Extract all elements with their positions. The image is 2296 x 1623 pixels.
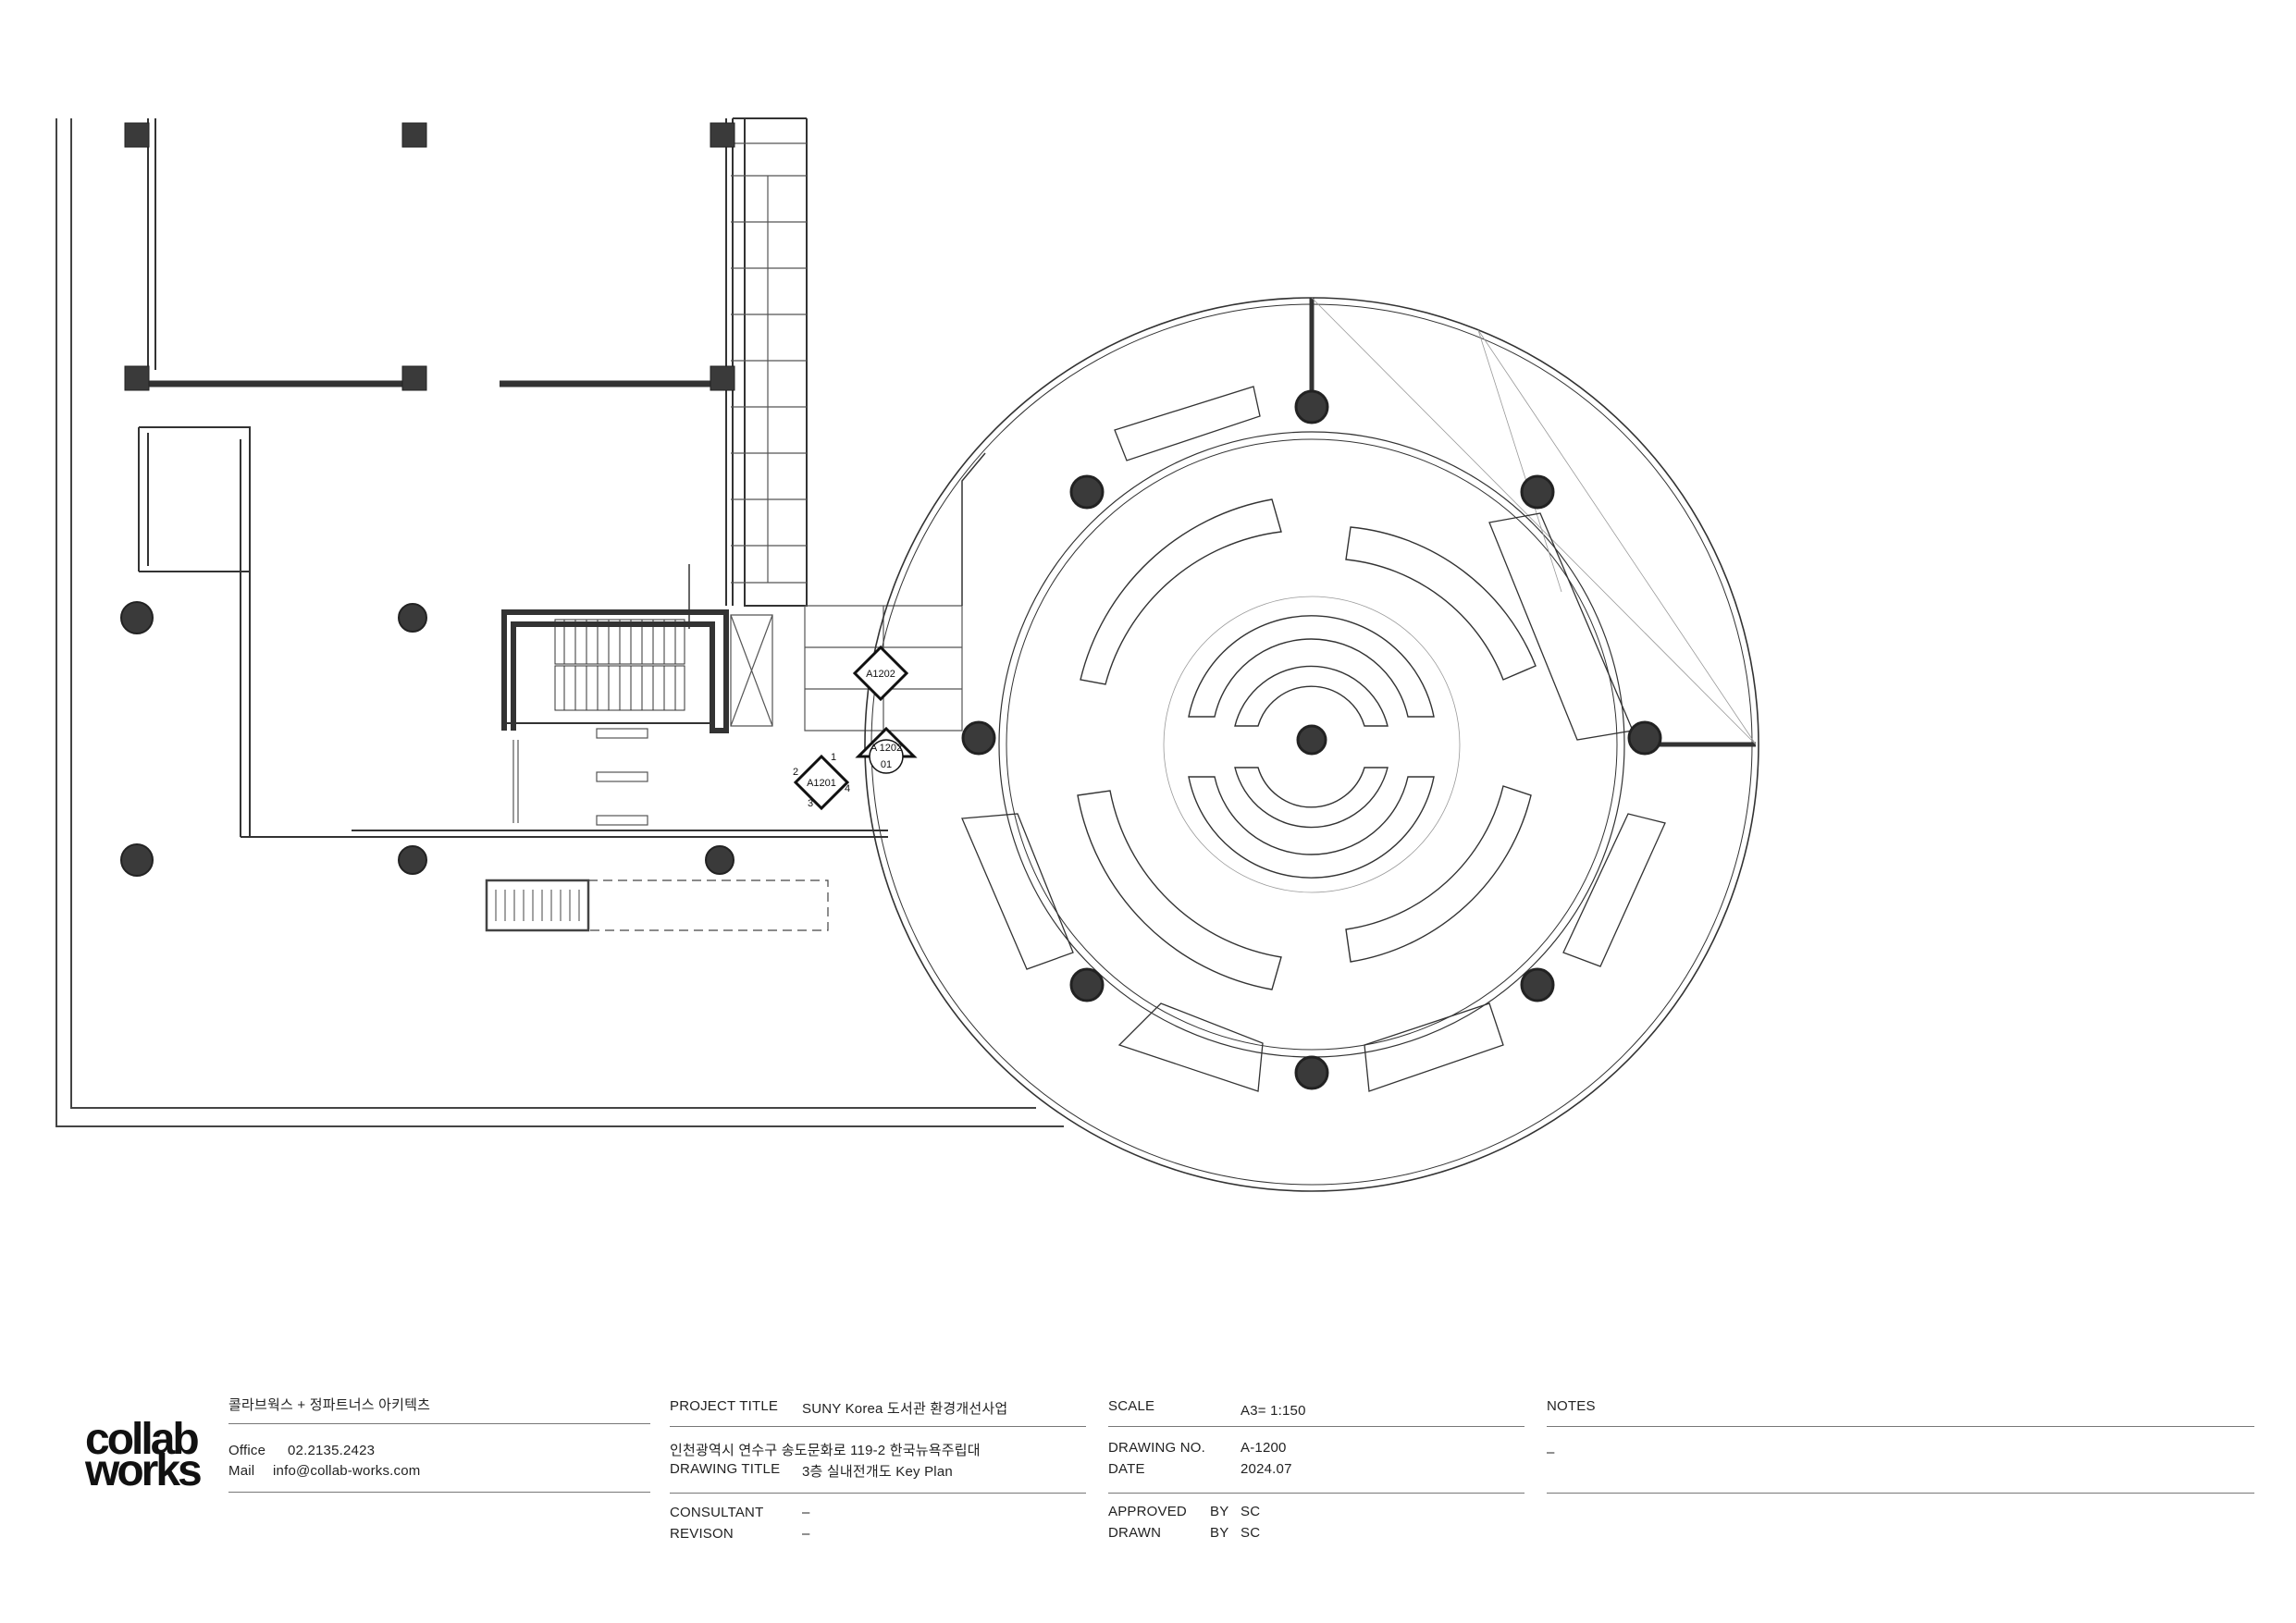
tag-a1202-marker — [852, 645, 909, 702]
stair-core — [501, 564, 729, 733]
approved-label: APPROVED — [1108, 1504, 1187, 1519]
mail-label: Mail — [228, 1463, 255, 1479]
drawn-value: SC — [1241, 1525, 1261, 1541]
approved-by: BY — [1210, 1504, 1229, 1519]
rotunda — [864, 297, 1759, 1192]
tag-a1202-01-label: A 1202 — [870, 743, 902, 754]
study-tables — [1077, 498, 1537, 990]
drawing-title-value: 3층 실내전개도 Key Plan — [802, 1464, 953, 1480]
tag-number-1: 1 — [831, 752, 836, 763]
escalator — [485, 879, 829, 932]
tag-a1201-label: A1201 — [807, 778, 836, 789]
outer-boundary — [56, 118, 1064, 1127]
scale-label: SCALE — [1108, 1398, 1155, 1414]
tag-a1201-marker — [793, 754, 850, 811]
tag-a1202-01-sub: 01 — [881, 759, 892, 770]
revision-value: – — [802, 1526, 810, 1542]
drawing-no-label: DRAWING NO. — [1108, 1440, 1205, 1456]
divider — [228, 1423, 650, 1424]
firm-name: 콜라브웍스 + 정파트너스 아키텍츠 — [228, 1397, 431, 1413]
consultant-value: – — [802, 1505, 810, 1520]
rotunda-columns — [961, 389, 1662, 1090]
elevation-tag-text: A1202 A 1202 01 A1201 1 2 3 4 — [793, 669, 902, 809]
tag-number-3: 3 — [808, 798, 813, 809]
divider — [670, 1493, 1086, 1494]
drawing-no-value: A-1200 — [1241, 1440, 1287, 1456]
project-title-label: PROJECT TITLE — [670, 1398, 779, 1414]
drawn-by: BY — [1210, 1525, 1229, 1541]
office-phone: 02.2135.2423 — [288, 1443, 376, 1458]
revision-label: REVISON — [670, 1526, 734, 1542]
drawing-title-label: DRAWING TITLE — [670, 1461, 781, 1477]
logo-line-1: collab — [85, 1415, 200, 1464]
logo-line-2: works — [85, 1446, 203, 1495]
tag-a1202-01-circle — [869, 739, 904, 774]
lobby-elements — [512, 605, 963, 826]
elevation-tags — [793, 645, 918, 811]
scale-value: A3= 1:150 — [1241, 1403, 1306, 1419]
divider — [670, 1426, 1086, 1427]
consultant-label: CONSULTANT — [670, 1505, 764, 1520]
divider — [228, 1492, 650, 1493]
date-value: 2024.07 — [1241, 1461, 1292, 1477]
office-label: Office — [228, 1443, 266, 1458]
firm-logo: collab works — [85, 1415, 203, 1495]
notes-value: – — [1547, 1445, 1555, 1460]
left-round-columns — [120, 601, 734, 877]
corridor-grid — [731, 142, 807, 584]
approved-value: SC — [1241, 1504, 1261, 1519]
divider — [1108, 1426, 1524, 1427]
notes-label: NOTES — [1547, 1398, 1596, 1414]
tag-number-4: 4 — [845, 783, 850, 794]
left-block-walls — [138, 117, 888, 838]
project-title-value: SUNY Korea 도서관 환경개선사업 — [802, 1401, 1008, 1417]
divider — [1108, 1493, 1524, 1494]
date-label: DATE — [1108, 1461, 1145, 1477]
tag-a1202-label: A1202 — [866, 669, 895, 680]
divider — [1547, 1426, 2254, 1427]
seating-blocks — [961, 386, 1666, 1092]
project-address: 인천광역시 연수구 송도문화로 119-2 한국뉴욕주립대 — [670, 1443, 981, 1458]
divider — [1547, 1493, 2254, 1494]
drawn-label: DRAWN — [1108, 1525, 1162, 1541]
mail-address: info@collab-works.com — [273, 1463, 421, 1479]
tag-number-2: 2 — [793, 767, 798, 778]
square-columns — [124, 122, 735, 391]
